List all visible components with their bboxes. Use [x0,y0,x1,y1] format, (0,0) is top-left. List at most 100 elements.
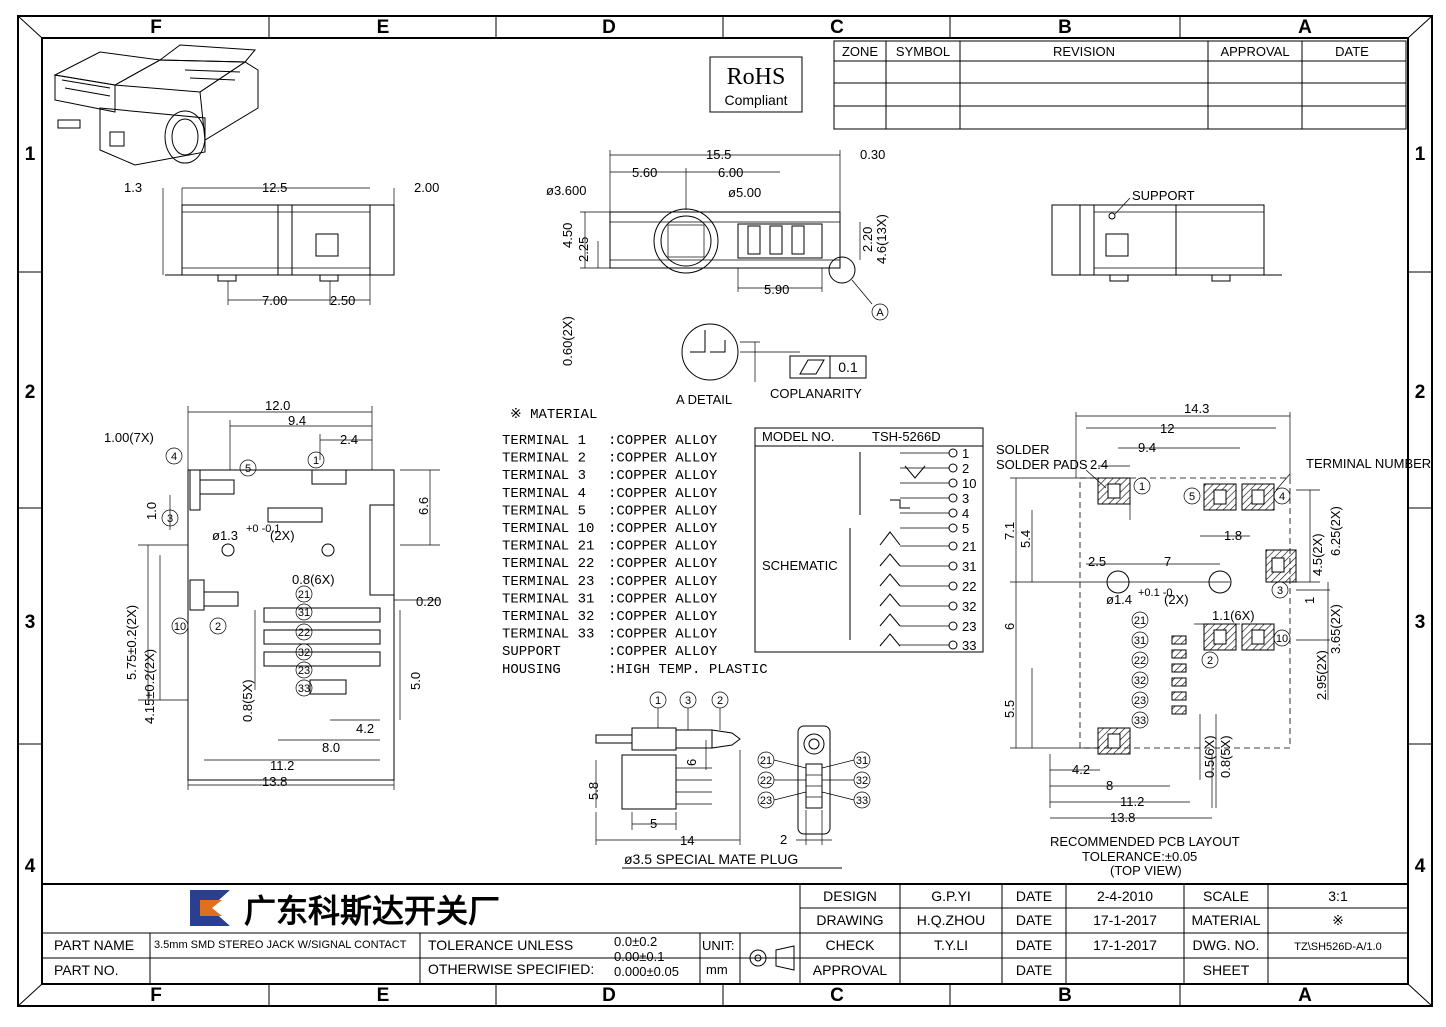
support-label: SUPPORT [1132,188,1195,203]
pcb-dim-5-5: 5.5 [1002,700,1017,718]
pcb-dim-2-4: 2.4 [1090,457,1108,472]
schematic-pin-label: 21 [962,539,976,554]
dim-0-30: 0.30 [860,147,885,162]
schematic-pin-label: 2 [962,461,969,476]
col-label-bottom: A [1298,985,1312,1006]
col-label-top: D [602,17,616,38]
tb-key: DWG. NO. [1193,937,1260,953]
schematic-pin-dot [948,463,958,473]
pin-callout: 32 [298,647,310,659]
pcb-dim-dia-1-4-tol: +0.1 -0 [1138,587,1173,599]
side-view-right: SUPPORT [1051,188,1282,282]
dim-2-25: 2.25 [576,237,591,262]
schematic-pin-dot [948,478,958,488]
coplanarity-value: 0.1 [838,359,858,375]
pcb-pin: 10 [1276,633,1288,645]
pcb-view: (TOP VIEW) [1110,863,1182,878]
a-detail-title: A DETAIL [676,392,732,407]
pcb-dim-6: 6 [1002,623,1017,630]
schematic-pin-dot [948,523,958,533]
material-value: :COPPER ALLOY [608,539,718,555]
plug-dim-14: 14 [680,833,694,848]
schematic-pin-dot [948,508,958,518]
material-name: TERMINAL 5 [502,503,586,519]
col-label-bottom: D [602,985,616,1006]
plug-pin: 33 [856,795,868,807]
schematic-pin-dot [948,601,958,611]
dim-dia-1-3: ø1.3 [212,528,238,543]
pin-callout: 21 [298,589,310,601]
schematic-label: SCHEMATIC [762,558,838,573]
dim-1-0: 1.0 [144,502,159,520]
tb-person: G.P.YI [931,888,970,904]
pcb-dim-1-1-6x: 1.1(6X) [1212,608,1255,623]
dim-2-4: 2.4 [340,432,358,447]
dim-6-00: 6.00 [718,165,743,180]
dim-13-8: 13.8 [262,774,287,789]
material-title: ※ MATERIAL [510,407,597,423]
dim-5-0: 5.0 [408,672,423,690]
pcb-pin: 22 [1134,655,1146,667]
pcb-pin: 1 [1139,481,1145,493]
col-label-bottom: F [150,985,162,1006]
material-name: TERMINAL 32 [502,609,594,625]
tb-role: CHECK [825,937,875,953]
dim-7-00: 7.00 [262,293,287,308]
schematic-pin-label: 31 [962,559,976,574]
material-name: HOUSING [502,662,561,678]
dim-1-3: 1.3 [124,180,142,195]
tb-date-label: DATE [1016,962,1052,978]
tb-role: DRAWING [816,912,883,928]
rohs-compliant: Compliant [724,92,787,108]
pin-callout: 10 [174,621,186,633]
pcb-dim-0-5: 0.5(6X) [1202,735,1217,778]
material-list: ※ MATERIAL TERMINAL 1 :COPPER ALLOY TERMIN… [502,407,768,678]
material-name: TERMINAL 1 [502,433,586,449]
material-value: :COPPER ALLOY [608,451,718,467]
pin-callout: 31 [298,607,310,619]
schematic-pin-dot [948,581,958,591]
schematic-pin-label: 4 [962,506,969,521]
pin-callout: 5 [245,463,251,475]
tolerance-2: 0.00±0.1 [614,949,665,964]
tolerance-label-2: OTHERWISE SPECIFIED: [428,961,594,977]
schematic-pin-dot [948,493,958,503]
tb-key: SCALE [1203,888,1249,904]
col-label-bottom: E [377,985,390,1006]
material-name: TERMINAL 22 [502,556,594,572]
pin-callout: 3 [167,513,173,525]
pcb-dim-14-3: 14.3 [1184,401,1209,416]
row-label-left: 3 [25,612,36,633]
front-view: A 15.5 0.30 5.60 6.00 ø3.600 ø5.00 4.50 … [546,147,889,366]
pcb-dim-6-25: 6.25(2X) [1328,506,1343,556]
dim-5-75: 5.75±0.2(2X) [124,605,139,680]
pin-callout: 33 [298,683,310,695]
dim-4-50: 4.50 [560,223,575,248]
unit-label: UNIT: [702,938,735,953]
part-no-label: PART NO. [54,962,119,978]
pcb-title: RECOMMENDED PCB LAYOUT [1050,834,1240,849]
pcb-dim-dia-1-4: ø1.4 [1106,592,1132,607]
schematic-pin-dot [948,448,958,458]
plug-pin: 1 [655,695,661,707]
material-name: TERMINAL 33 [502,627,594,643]
pcb-dim-2-95: 2.95(2X) [1314,650,1329,700]
plug-pin: 32 [856,775,868,787]
material-name: SUPPORT [502,644,561,660]
part-name-value: 3.5mm SMD STEREO JACK W/SIGNAL CONTACT [154,939,407,951]
dim-15-5: 15.5 [706,147,731,162]
pcb-dim-12: 12 [1160,421,1174,436]
pcb-layout: 14.3 12 9.4 2.4 SOLDER SOLDER PADS TERMI… [996,401,1431,878]
plug-pin: 31 [856,755,868,767]
material-value: :COPPER ALLOY [608,556,718,572]
dim-4-15: 4.15±0.2(2X) [142,649,157,724]
material-name: TERMINAL 23 [502,574,594,590]
plug-dim-5: 5 [650,816,657,831]
tb-role: APPROVAL [813,962,888,978]
plug-dim-5-8: 5.8 [586,782,601,800]
schematic-pin-dot [948,541,958,551]
schematic-pin-label: 23 [962,619,976,634]
tb-role: DESIGN [823,888,877,904]
tb-key: MATERIAL [1192,912,1261,928]
